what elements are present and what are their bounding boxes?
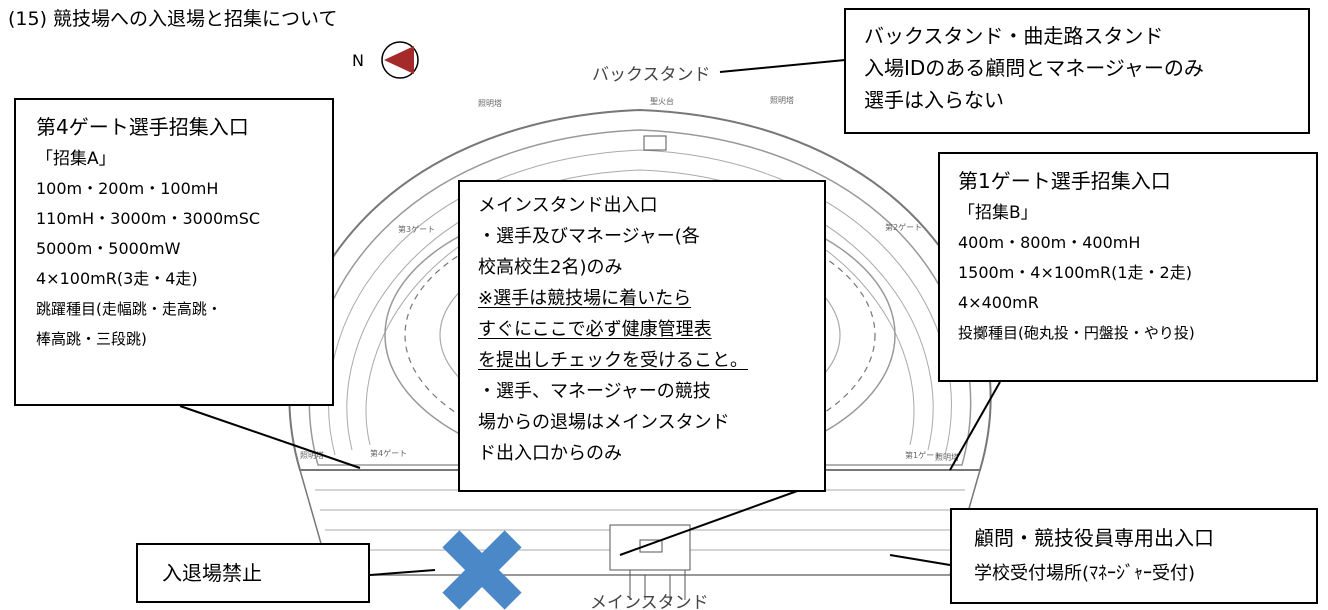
gate1-title: 第1ゲート選手招集入口 [958,169,1171,193]
back-stand-label: バックスタンド [592,65,711,85]
callout-underlined-line: ※選手は競技場に着いたら [478,288,692,309]
light-tower-label: 照明塔 [478,98,502,108]
gate-label: 第3ゲート [398,224,435,234]
callout-line: 場からの退場はメインスタンド [478,412,730,433]
callout-line: 顧問・競技役員専用出入口 [974,526,1214,550]
callout-line: 校高校生2名)のみ [478,257,623,278]
callout-line: ・選手、マネージャーの競技 [478,381,711,402]
callout-line: 棒高跳・三段跳) [36,330,147,348]
callout-line: 投擲種目(砲丸投・円盤投・やり投) [958,324,1195,342]
torch-platform [643,135,667,151]
light-tower-label: 照明塔 [300,450,324,460]
main-stand-callout: メインスタンド出入口 ・選手及びマネージャー(各 校高校生2名)のみ ※選手は競… [458,180,826,492]
callout-line: 学校受付場所(ﾏﾈｰｼﾞｬｰ受付) [974,563,1196,584]
light-tower-label: 照明塔 [935,452,959,462]
callout-underlined-line: を提出しチェックを受けること。 [478,350,748,371]
official-entrance-callout: 顧問・競技役員専用出入口 学校受付場所(ﾏﾈｰｼﾞｬｰ受付) [950,508,1318,604]
callout-line: 跳躍種目(走幅跳・走高跳・ [36,300,222,318]
compass: N [352,41,419,79]
callout-line: 入場IDのある顧問とマネージャーのみ [864,56,1204,80]
no-entry-label: 入退場禁止 [162,561,262,585]
callout-line: ド出入口からのみ [478,443,622,464]
gate-label: 第1ゲート [905,450,942,460]
compass-letter: N [352,51,364,70]
callout-pointers [179,59,1001,576]
gate-label: 第4ゲート [370,448,407,458]
compass-arrow-icon [384,46,414,74]
callout-line: 100m・200m・100mH [36,179,219,198]
back-stand-callout: バックスタンド・曲走路スタンド 入場IDのある顧問とマネージャーのみ 選手は入ら… [844,8,1310,134]
page-title: (15) 競技場への入退場と招集について [8,8,338,30]
main-stand-label: メインスタンド [590,593,709,610]
callout-underlined-line: すぐにここで必ず健康管理表 [478,319,712,340]
gate1-callout: 第1ゲート選手招集入口 「招集B」 400m・800m・400mH 1500m・… [938,152,1318,382]
callout-line: 400m・800m・400mH [958,233,1141,252]
gate4-title: 第4ゲート選手招集入口 [36,115,249,139]
callout-line: 1500m・4×100mR(1走・2走) [958,263,1192,282]
gate1-call-id: 「招集B」 [958,203,1038,223]
torch-label: 聖火台 [650,96,674,106]
callout-line: メインスタンド出入口 [478,195,658,216]
callout-line: 4×100mR(3走・4走) [36,269,198,288]
no-entry-callout: 入退場禁止 [136,543,370,603]
callout-line: ・選手及びマネージャー(各 [478,226,700,247]
gate4-callout: 第4ゲート選手招集入口 「招集A」 100m・200m・100mH 110mH・… [14,98,334,406]
gate-label: 第2ゲート [885,222,922,232]
callout-line: バックスタンド・曲走路スタンド [864,24,1164,48]
callout-line: 5000m・5000mW [36,239,181,258]
main-stand-center-inner [639,539,663,553]
light-tower-label: 照明塔 [770,95,794,105]
callout-line: 110mH・3000m・3000mSC [36,209,261,228]
gate4-call-id: 「招集A」 [36,149,116,169]
callout-line: 4×400mR [958,293,1039,312]
no-entry-cross-icon [442,530,522,610]
callout-line: 選手は入らない [864,88,1004,112]
